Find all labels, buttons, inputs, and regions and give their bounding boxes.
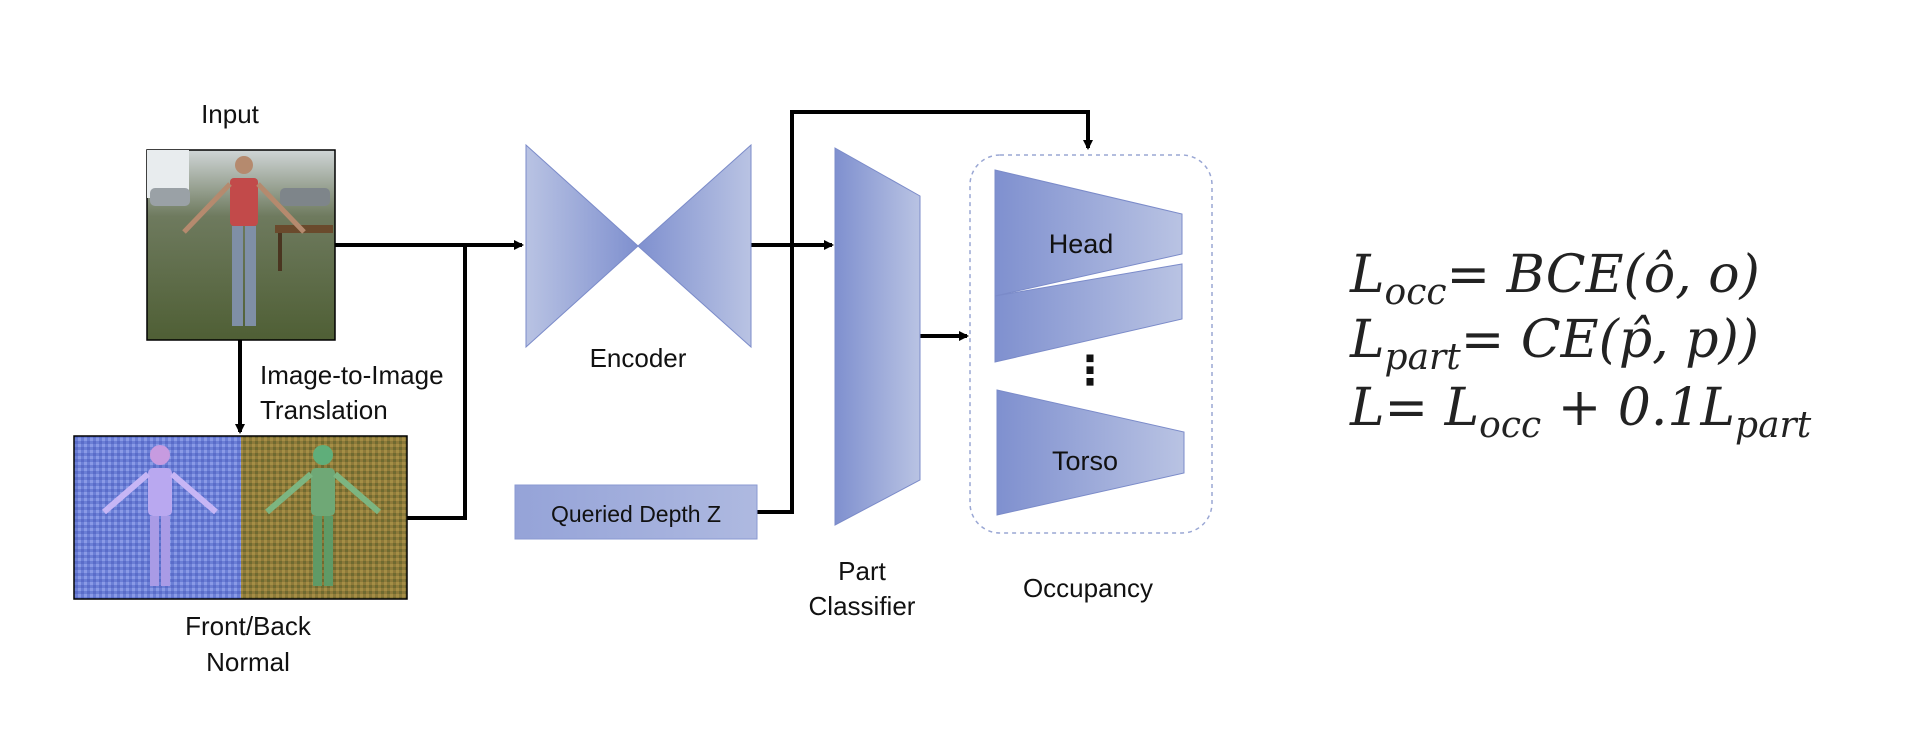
- encoder-block: [525, 143, 752, 349]
- occupancy-label: Occupancy: [1023, 573, 1153, 603]
- normal-to-encoder-line: [407, 245, 467, 520]
- head-label: Head: [1049, 229, 1114, 259]
- equation-occ: Locc= BCE(ô, o): [1349, 245, 1760, 313]
- classifier-label-line1: Part: [838, 556, 886, 586]
- normal-label-line1: Front/Back: [185, 611, 312, 641]
- queried-depth-label: Queried Depth Z: [551, 501, 721, 527]
- equation-total: L= Locc + 0.1Lpart: [1349, 378, 1812, 446]
- loss-equations: Locc= BCE(ô, o) Lpart= CE(p̂, p)) L= Loc…: [1349, 245, 1812, 446]
- second-head-block: [994, 263, 1183, 363]
- ellipsis-dots: ⋮: [1070, 349, 1110, 393]
- normal-label-line2: Normal: [206, 647, 290, 677]
- front-normal-map: [74, 436, 241, 599]
- encoder-label: Encoder: [590, 343, 687, 373]
- depth-to-classifier-line: [757, 110, 1093, 514]
- torso-head-block: [996, 389, 1185, 516]
- back-normal-map: [241, 436, 407, 599]
- translation-label-line1: Image-to-Image: [260, 360, 444, 390]
- occupancy-group-border: [969, 154, 1213, 534]
- queried-depth-box: [514, 484, 758, 540]
- torso-label: Torso: [1052, 446, 1118, 476]
- translation-label-line2: Translation: [260, 395, 388, 425]
- part-classifier-block: [834, 147, 921, 526]
- equation-part: Lpart= CE(p̂, p)): [1349, 310, 1759, 378]
- connectors: [235, 110, 1093, 520]
- input-photo: [146, 149, 336, 341]
- occupancy-heads: [994, 169, 1185, 516]
- input-label: Input: [201, 99, 260, 129]
- head-classifier-block: [994, 169, 1183, 297]
- classifier-label-line2: Classifier: [809, 591, 916, 621]
